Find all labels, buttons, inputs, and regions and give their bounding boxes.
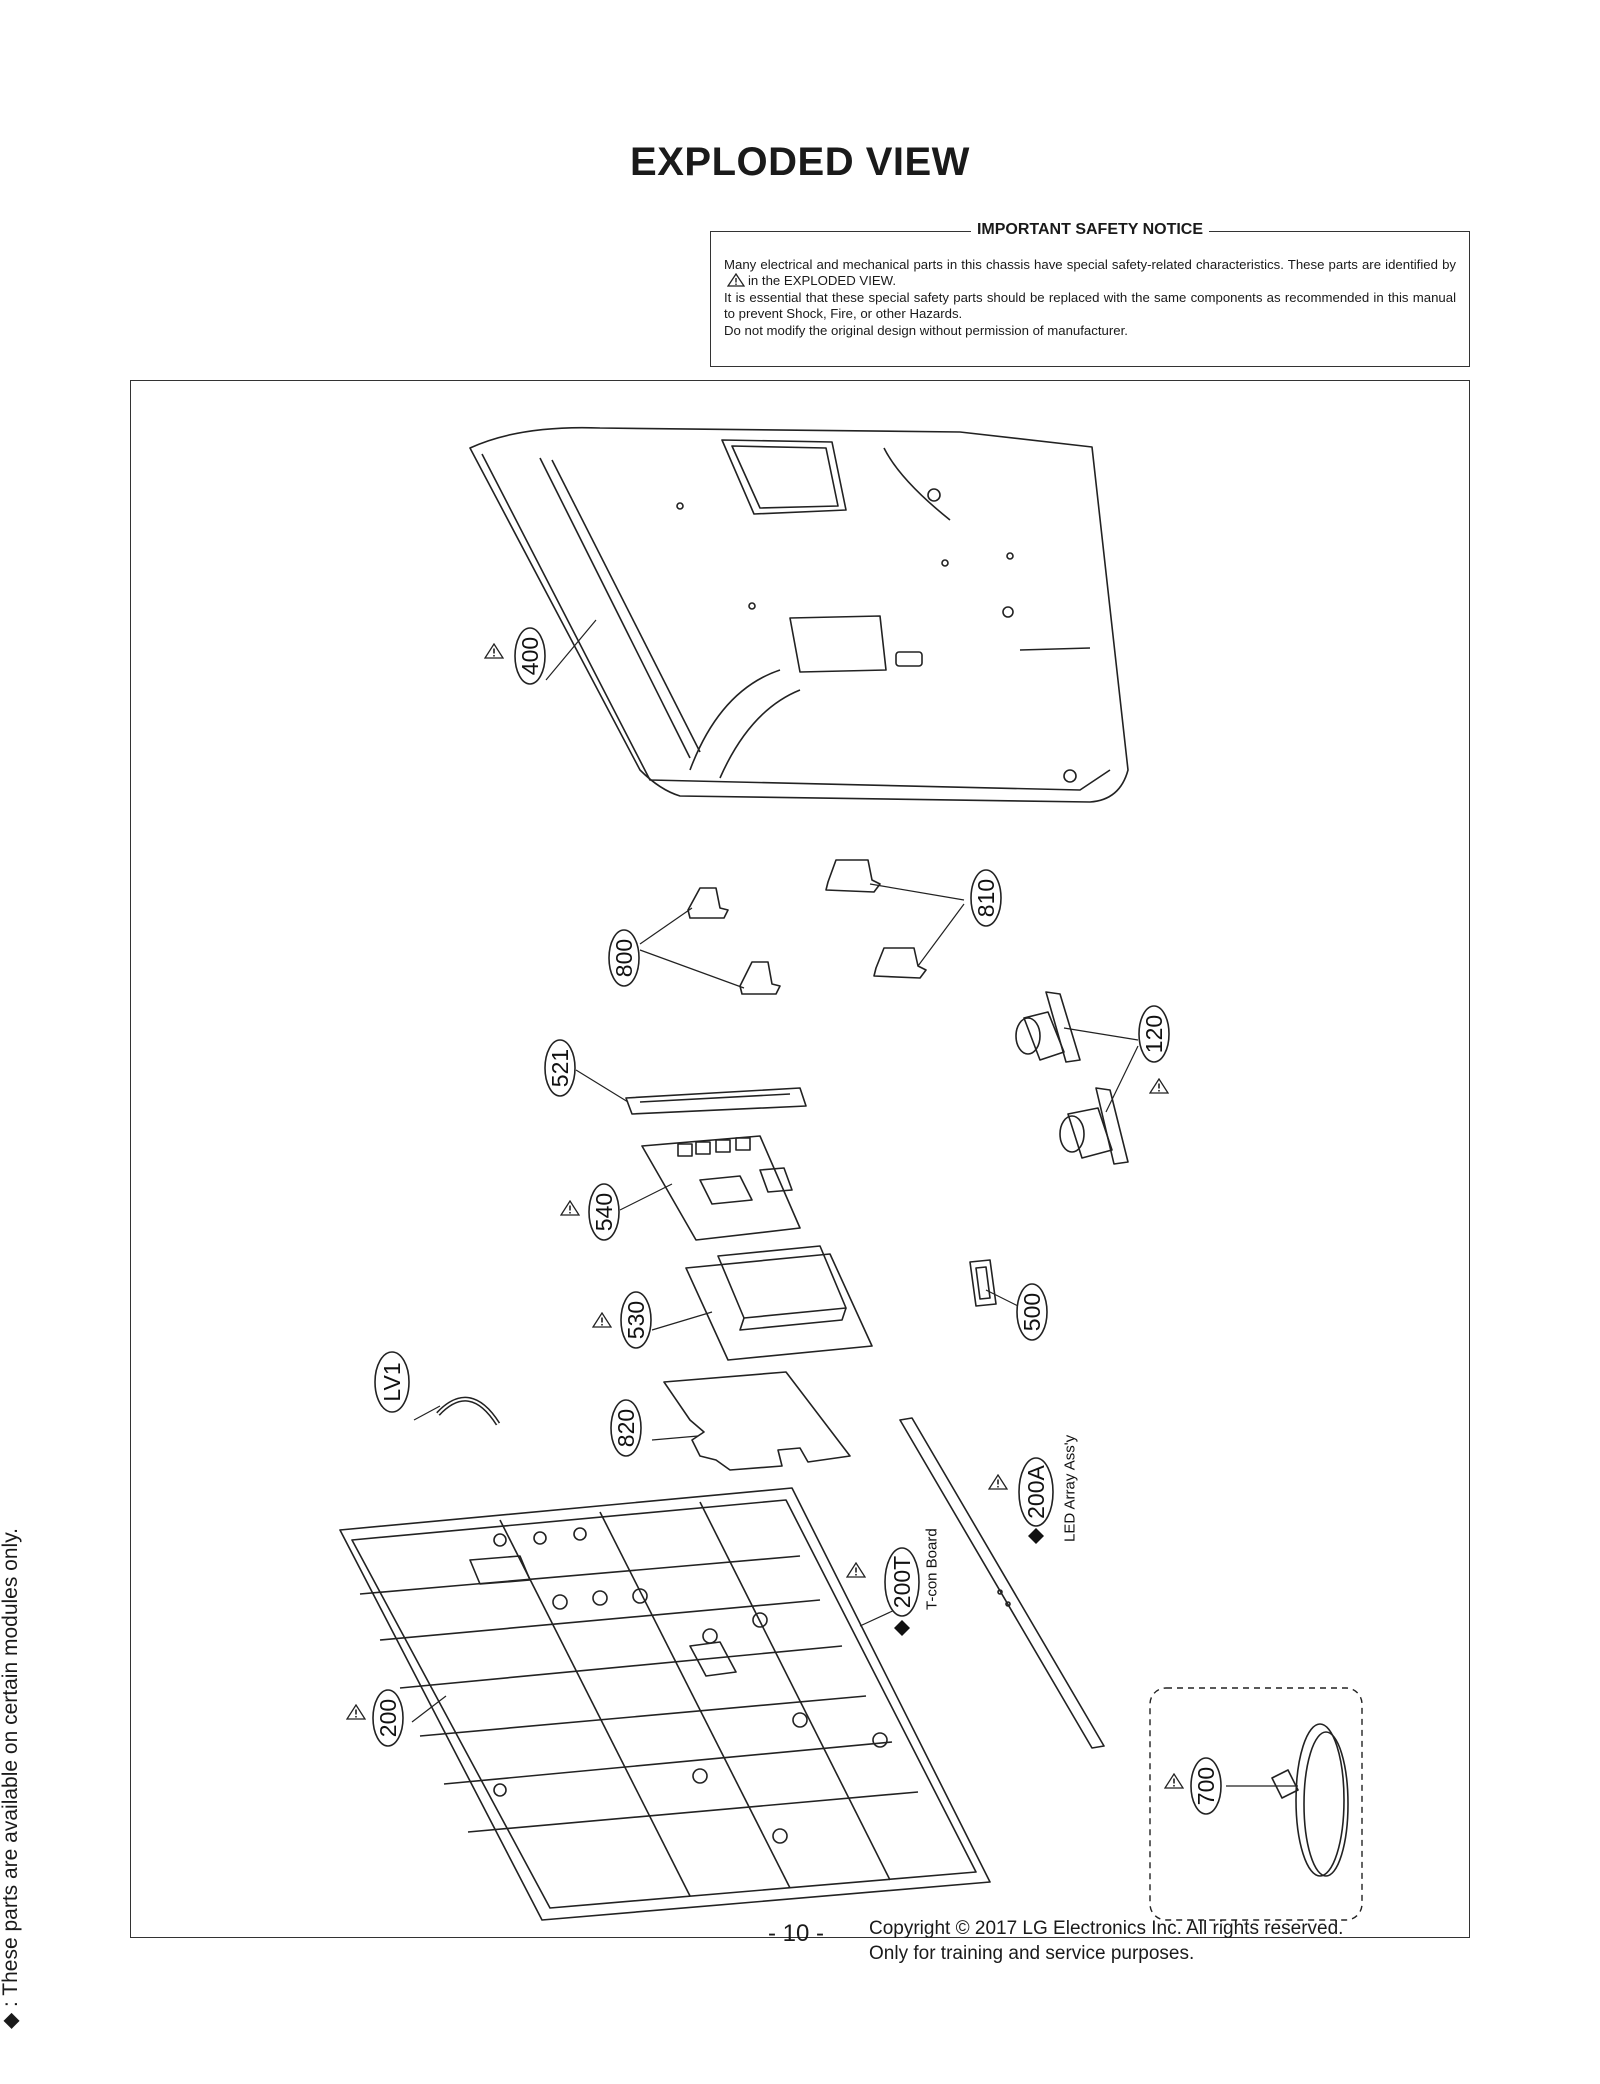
callout-lv1 [374, 1351, 410, 1413]
panel-module-200 [339, 1487, 991, 1921]
main-board-540 [641, 1135, 801, 1241]
callout-530-label: 530 [623, 1301, 649, 1339]
part-521 [625, 1087, 807, 1115]
page-number: - 10 - [768, 1920, 825, 1947]
callout-200a [1018, 1457, 1054, 1527]
part-500 [969, 1259, 997, 1307]
sheet-820 [663, 1371, 851, 1471]
callout-540-label: 540 [591, 1193, 617, 1231]
back-cover-400 [469, 426, 1129, 803]
power-cord-700 [1149, 1687, 1363, 1921]
safety-notice-box: IMPORTANT SAFETY NOTICE Many electrical … [710, 221, 1470, 367]
diamond-icon [894, 1620, 910, 1636]
warning-triangle-icon [560, 1200, 580, 1216]
callout-700 [1190, 1757, 1222, 1815]
warning-triangle-icon [592, 1312, 612, 1328]
callout-200t-label: 200T [889, 1556, 915, 1608]
callout-120-label: 120 [1141, 1015, 1167, 1053]
copyright-line: Copyright © 2017 LG Electronics Inc. All… [869, 1918, 1344, 1939]
callout-400-label: 400 [517, 637, 543, 675]
safety-notice-heading: IMPORTANT SAFETY NOTICE [970, 221, 1210, 238]
callout-500 [1016, 1283, 1048, 1341]
bracket-800 [687, 887, 781, 995]
diamond-icon [1028, 1528, 1044, 1544]
callout-120 [1138, 1005, 1170, 1063]
warning-triangle-icon [1149, 1078, 1169, 1094]
page-title: EXPLODED VIEW [630, 140, 970, 184]
warning-triangles [346, 643, 1184, 1789]
warning-triangle-icon [846, 1562, 866, 1578]
callout-540 [588, 1183, 620, 1241]
callout-200 [372, 1689, 404, 1747]
warning-triangle-icon [1164, 1773, 1184, 1789]
notice-line-1a: Many electrical and mechanical parts in … [724, 257, 1456, 272]
callout-521-label: 521 [547, 1049, 573, 1087]
footer-copyright: Copyright © 2017 LG Electronics Inc. All… [869, 1916, 1343, 1966]
callout-lv1-label: LV1 [379, 1362, 405, 1401]
callout-400 [514, 627, 546, 685]
diagram-frame [130, 380, 1470, 1938]
availability-diamonds [894, 1528, 1044, 1636]
led-array-label: LED Array Ass'y [1062, 1434, 1079, 1542]
callout-820 [610, 1399, 642, 1457]
warning-triangle-icon [346, 1704, 366, 1720]
power-board-530 [685, 1245, 873, 1361]
callout-800 [608, 929, 640, 987]
availability-note: ◆ : These parts are available on certain… [0, 1528, 22, 2029]
warning-triangle-icon [988, 1474, 1008, 1490]
callout-530 [620, 1291, 652, 1349]
speaker-120 [1015, 991, 1129, 1165]
bracket-810 [825, 859, 927, 979]
tcon-board-label: T-con Board [924, 1528, 941, 1610]
led-bar-200a [899, 1417, 1105, 1749]
callout-200-label: 200 [375, 1699, 401, 1737]
callout-500-label: 500 [1019, 1293, 1045, 1331]
leader-lines [411, 619, 1298, 1787]
callout-800-label: 800 [611, 939, 637, 977]
callout-521 [544, 1039, 576, 1097]
purpose-line: Only for training and service purposes. [869, 1943, 1195, 1964]
notice-line-3: Do not modify the original design withou… [724, 322, 1128, 338]
callout-700-label: 700 [1193, 1767, 1219, 1805]
callout-810 [970, 869, 1002, 927]
notice-line-2: It is essential that these special safet… [724, 289, 1456, 322]
callout-200t [884, 1547, 920, 1617]
callout-820-label: 820 [613, 1409, 639, 1447]
warning-triangle-icon [484, 643, 504, 659]
notice-line-1b: in the EXPLODED VIEW. [748, 273, 897, 289]
cable-lv1 [436, 1396, 501, 1426]
warning-triangle-icon [727, 273, 745, 288]
callout-810-label: 810 [973, 879, 999, 917]
callout-200a-label: 200A [1023, 1464, 1049, 1518]
safety-notice-text: Many electrical and mechanical parts in … [724, 257, 1456, 339]
